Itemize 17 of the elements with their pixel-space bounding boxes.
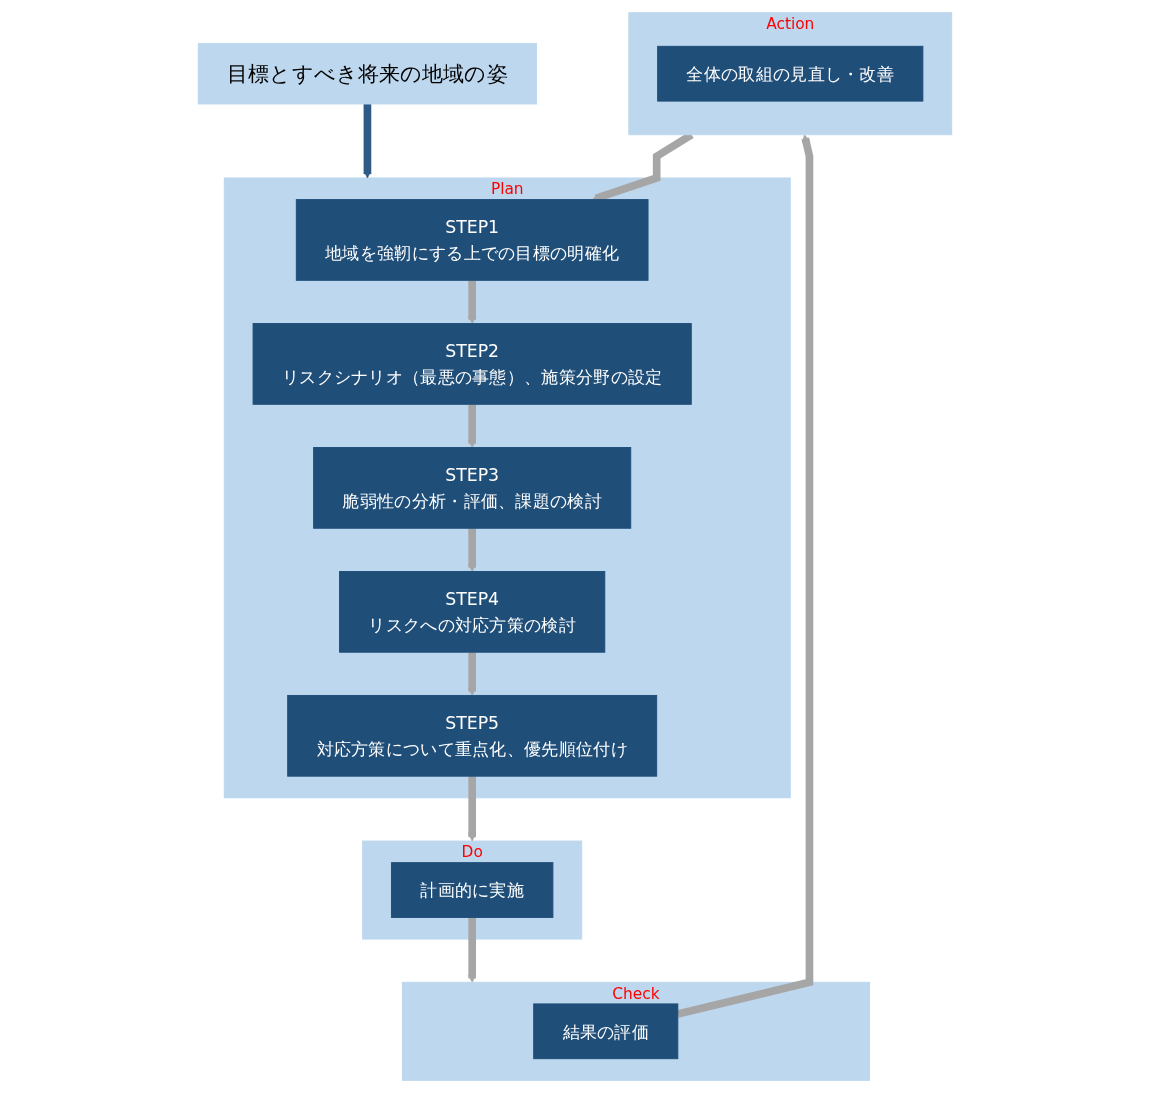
arrow — [676, 134, 814, 1018]
arrow — [467, 404, 477, 448]
arrow — [363, 104, 372, 179]
arrow — [467, 528, 477, 572]
node-box: 全体の取組の見直し・改善 — [657, 45, 924, 102]
node-box: STEP3 脆弱性の分析・評価、課題の検討 — [313, 447, 632, 529]
arrow — [467, 652, 477, 696]
node-box: 計画的に実施 — [390, 862, 554, 918]
node-box: STEP2 リスクシナリオ（最悪の事態）、施策分野の設定 — [252, 323, 692, 405]
node-box: 目標とすべき将来の地域の姿 — [197, 42, 538, 105]
arrow — [467, 917, 477, 983]
node-box: STEP5 対応方策について重点化、優先順位付け — [287, 694, 658, 777]
node-box: 結果の評価 — [533, 1003, 679, 1060]
arrow — [467, 776, 477, 842]
node-box: STEP4 リスクへの対応方策の検討 — [339, 571, 606, 653]
node-box: STEP1 地域を強靭にする上での目標の明確化 — [295, 199, 649, 281]
arrow — [467, 280, 477, 324]
